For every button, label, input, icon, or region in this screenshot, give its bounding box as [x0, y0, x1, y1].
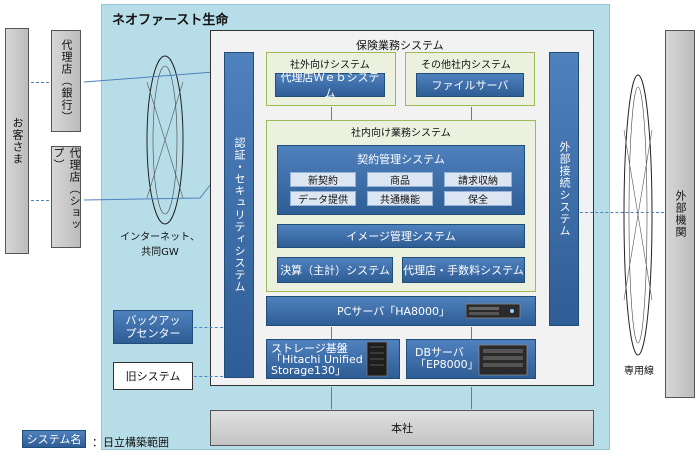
agency-bank-label: 代理店（銀行） — [60, 39, 73, 123]
db-server-icon — [478, 344, 528, 376]
arrow-web-internal — [331, 107, 332, 120]
company-title: ネオファースト生命 — [112, 13, 229, 28]
arrow-old-auth — [194, 376, 223, 377]
arrow-storage-office — [331, 387, 332, 409]
internet-label: インターネット、共同GW — [120, 232, 200, 258]
internal-business-title: 社内向け業務システム — [351, 128, 451, 139]
arrow-customer-bank — [31, 82, 49, 83]
arrow-external — [580, 212, 664, 213]
insurance-system-title: 保険業務システム — [356, 39, 444, 52]
dedicated-line-label: 専用線 — [624, 366, 654, 377]
arrow-pc-db — [471, 327, 472, 339]
internet-cloud-icon — [146, 55, 184, 225]
settlement-system: 決算（主計）システム — [277, 257, 393, 283]
chip-common: 共通機能 — [367, 191, 433, 206]
chip-new-contract: 新契約 — [290, 172, 356, 187]
customer-box: お客さま — [5, 28, 29, 254]
head-office: 本社 — [210, 410, 594, 446]
arrow-customer-shop — [31, 200, 49, 201]
customer-label: お客さま — [11, 117, 24, 165]
storage-tower-icon — [366, 341, 388, 377]
pc-server-bar: PCサーバ「HA8000」 — [266, 296, 536, 326]
external-org-label: 外部機関 — [674, 190, 687, 238]
chip-billing: 請求収納 — [444, 172, 512, 187]
internet-connectors — [83, 70, 230, 201]
agency-shop-box: 代理店（ショップ） — [51, 146, 81, 248]
old-system: 旧システム — [113, 362, 193, 390]
dedicated-line-icon — [623, 74, 653, 356]
backup-center: バックアップセンター — [113, 310, 193, 344]
chip-product: 商品 — [367, 172, 433, 187]
other-internal-title: その他社内システム — [421, 60, 511, 71]
external-org-box: 外部機関 — [665, 30, 695, 398]
agency-web-system: 代理店Ｗｅｂシステム — [275, 71, 385, 100]
external-facing-title: 社外向けシステム — [290, 60, 370, 71]
auth-security-system: 認証・セキュリティシステム — [224, 52, 254, 378]
agency-bank-box: 代理店（銀行） — [51, 30, 81, 132]
chip-maintenance: 保全 — [444, 191, 512, 206]
agency-shop-label: 代理店（ショップ） — [52, 147, 81, 231]
arrow-backup-auth — [194, 327, 223, 328]
external-connection-system: 外部接続システム — [549, 52, 579, 326]
agency-fee-system: 代理店・手数料システム — [402, 257, 525, 283]
arrow-file-internal — [471, 107, 472, 120]
arrow-db-office — [471, 387, 472, 409]
image-management-system: イメージ管理システム — [277, 224, 525, 248]
arrow-pc-storage — [331, 327, 332, 339]
server-rack-icon — [466, 303, 521, 319]
legend-sample: システム名 — [22, 430, 86, 448]
file-server: ファイルサーバ — [416, 73, 524, 97]
legend-description: ：日立構築範囲 — [92, 436, 169, 449]
chip-data-provision: データ提供 — [290, 191, 356, 206]
